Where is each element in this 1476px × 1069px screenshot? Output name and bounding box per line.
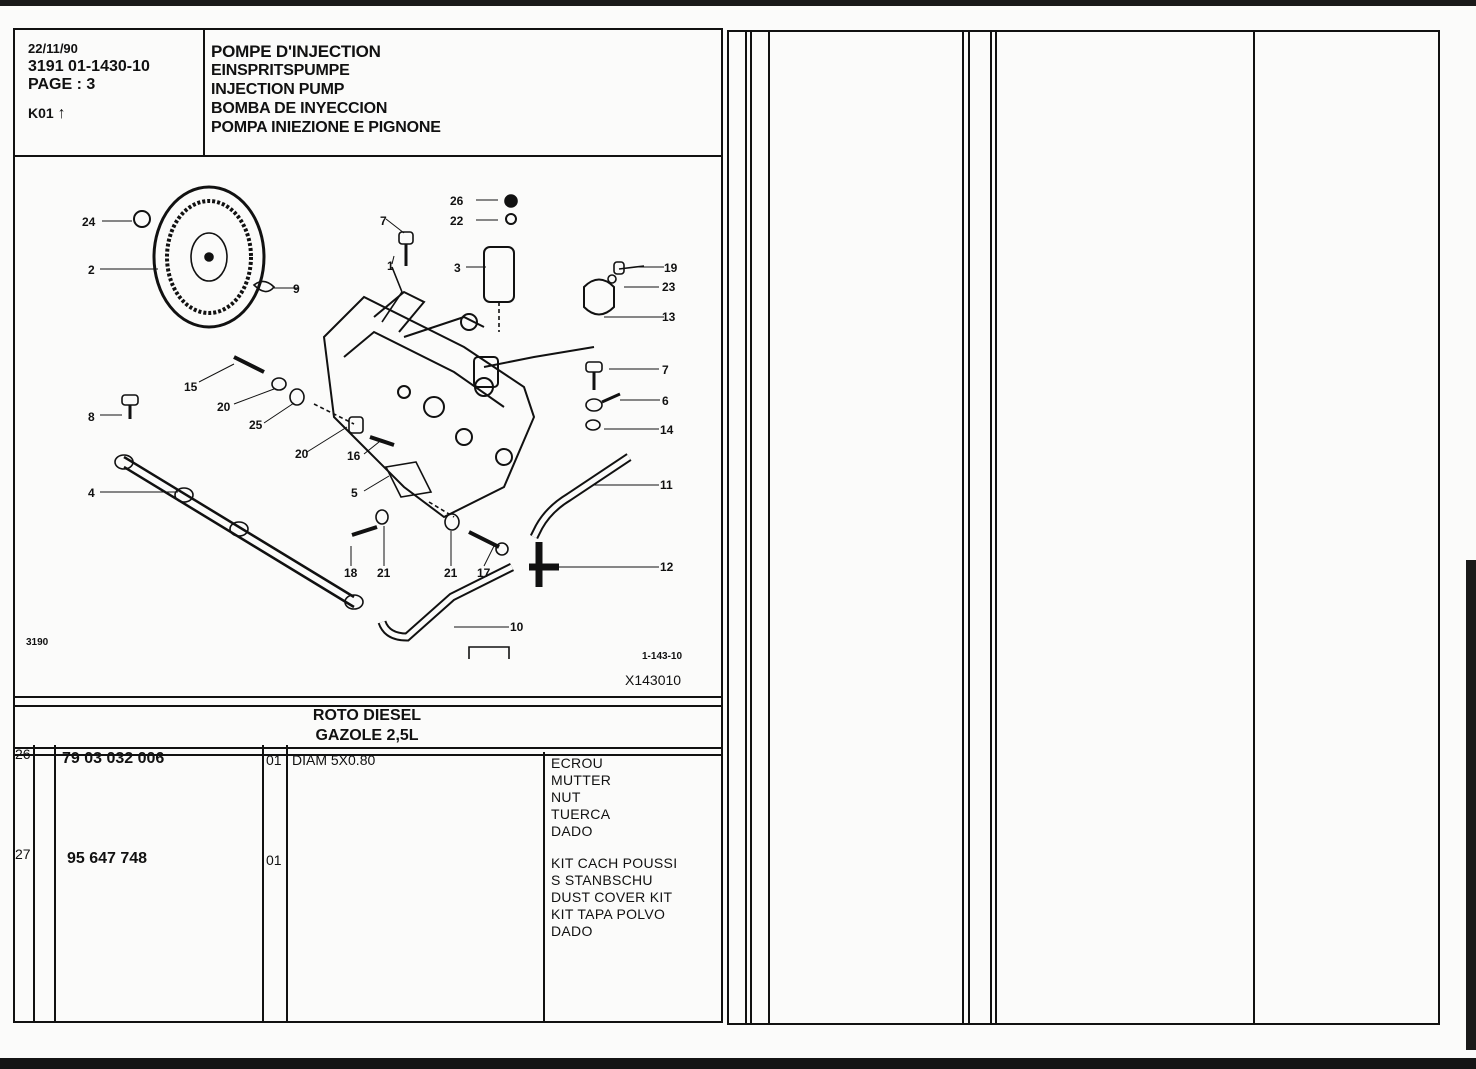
right-col-line-6 bbox=[990, 30, 992, 1025]
part-names: ECROU MUTTER NUT TUERCA DADO bbox=[551, 755, 611, 840]
callout-8: 8 bbox=[88, 410, 95, 424]
caption-top-rule bbox=[13, 696, 723, 698]
callout-7-right: 7 bbox=[662, 363, 669, 377]
callout-7-top: 7 bbox=[380, 214, 387, 228]
caption-inner-rule bbox=[13, 705, 723, 707]
gear-drawing bbox=[152, 185, 266, 329]
callout-22: 22 bbox=[450, 214, 464, 228]
scan-edge-bottom bbox=[0, 1058, 1476, 1069]
doc-info: 22/11/90 3191 01-1430-10 PAGE : 3 K01 ↑ bbox=[28, 40, 150, 123]
title-fr: POMPE D'INJECTION bbox=[211, 42, 381, 61]
section-label: K01 bbox=[28, 105, 54, 121]
part-titles: POMPE D'INJECTION EINSPRITSPUMPE INJECTI… bbox=[211, 42, 441, 137]
name-de: MUTTER bbox=[551, 772, 612, 788]
callout-16: 16 bbox=[347, 449, 361, 463]
callout-2: 2 bbox=[88, 263, 95, 277]
part-quantity: 01 bbox=[266, 752, 282, 768]
name-de: S STANBSCHU bbox=[551, 872, 653, 888]
pump-body-drawing bbox=[322, 290, 595, 519]
part-spec: DIAM 5X0.80 bbox=[292, 752, 376, 768]
item-number: 26 bbox=[15, 746, 31, 762]
callout-21-right: 21 bbox=[444, 566, 458, 580]
callout-labels: 26 22 3 7 1 24 2 9 19 23 13 7 6 14 15 20… bbox=[82, 194, 678, 634]
header-bottom-rule bbox=[13, 155, 723, 157]
page-number: PAGE : 3 bbox=[28, 76, 96, 93]
col-line-5 bbox=[543, 752, 545, 1021]
right-col-line-7 bbox=[995, 30, 997, 1025]
arrow-up-icon: ↑ bbox=[57, 105, 66, 122]
callout-13: 13 bbox=[662, 310, 676, 324]
right-col-line-8 bbox=[1253, 30, 1255, 1025]
item-number: 27 bbox=[15, 846, 31, 862]
callout-23: 23 bbox=[662, 280, 676, 294]
callout-5: 5 bbox=[351, 486, 358, 500]
caption-line2: GAZOLE 2,5L bbox=[315, 727, 419, 744]
name-it: DADO bbox=[551, 823, 593, 839]
name-fr: ECROU bbox=[551, 755, 604, 771]
callout-1: 1 bbox=[387, 259, 394, 273]
callout-17: 17 bbox=[477, 566, 491, 580]
name-en: NUT bbox=[551, 789, 581, 805]
diagram-ref-code: X143010 bbox=[625, 672, 681, 688]
doc-date: 22/11/90 bbox=[28, 41, 78, 56]
callout-19: 19 bbox=[664, 261, 678, 275]
part-quantity: 01 bbox=[266, 852, 282, 868]
callout-21-left: 21 bbox=[377, 566, 391, 580]
name-es: KIT TAPA POLVO bbox=[551, 906, 666, 922]
name-en: DUST COVER KIT bbox=[551, 889, 673, 905]
name-it: DADO bbox=[551, 923, 593, 939]
callout-18: 18 bbox=[344, 566, 358, 580]
part-reference: 95 647 748 bbox=[67, 850, 148, 867]
caption-line1: ROTO DIESEL bbox=[312, 707, 422, 724]
right-col-line-4 bbox=[962, 30, 964, 1025]
part-reference: 79 03 032 006 bbox=[62, 750, 165, 767]
right-col-line-1 bbox=[745, 30, 747, 1025]
callout-12: 12 bbox=[660, 560, 674, 574]
callout-25: 25 bbox=[249, 418, 263, 432]
callout-26: 26 bbox=[450, 194, 464, 208]
title-es: BOMBA DE INYECCION bbox=[211, 100, 388, 117]
scan-edge-top bbox=[0, 0, 1476, 6]
main-panel bbox=[13, 28, 723, 1023]
col-line-4 bbox=[286, 745, 288, 1021]
col-line-2 bbox=[54, 745, 56, 1021]
section-code: K01 ↑ bbox=[28, 104, 150, 123]
right-panel bbox=[727, 30, 1440, 1025]
right-col-line-5 bbox=[968, 30, 970, 1025]
title-de: EINSPRITSPUMPE bbox=[211, 62, 350, 79]
caption-bottom-rule bbox=[13, 747, 723, 749]
nut-drawing bbox=[133, 210, 151, 228]
title-it: POMPA INIEZIONE E PIGNONE bbox=[211, 119, 441, 136]
callout-20-upper: 20 bbox=[217, 400, 231, 414]
callout-4: 4 bbox=[88, 486, 95, 500]
exploded-diagram: 26 22 3 7 1 24 2 9 19 23 13 7 6 14 15 20… bbox=[26, 185, 682, 688]
name-fr: KIT CACH POUSSI bbox=[551, 855, 678, 871]
diagram-drawing-number: 1-143-10 bbox=[642, 651, 682, 662]
callout-6: 6 bbox=[662, 394, 669, 408]
callout-24: 24 bbox=[82, 215, 96, 229]
callout-11: 11 bbox=[660, 478, 673, 492]
callout-10: 10 bbox=[510, 620, 524, 634]
part-names: KIT CACH POUSSI S STANBSCHU DUST COVER K… bbox=[551, 855, 677, 940]
callout-15: 15 bbox=[184, 380, 198, 394]
scan-edge-right bbox=[1466, 560, 1476, 1050]
title-en: INJECTION PUMP bbox=[211, 81, 345, 98]
table-header-rule bbox=[13, 754, 723, 756]
header-divider bbox=[203, 28, 205, 156]
col-line-1 bbox=[33, 745, 35, 1021]
callout-3: 3 bbox=[454, 261, 461, 275]
doc-number: 3191 01-1430-10 bbox=[28, 58, 150, 75]
callout-9: 9 bbox=[293, 282, 300, 296]
diagram-corner-code: 3190 bbox=[26, 637, 49, 648]
callout-20-lower: 20 bbox=[295, 447, 309, 461]
name-es: TUERCA bbox=[551, 806, 611, 822]
col-line-3 bbox=[262, 745, 264, 1021]
right-col-line-3 bbox=[768, 30, 770, 1025]
right-col-line-2 bbox=[750, 30, 752, 1025]
callout-14: 14 bbox=[660, 423, 674, 437]
